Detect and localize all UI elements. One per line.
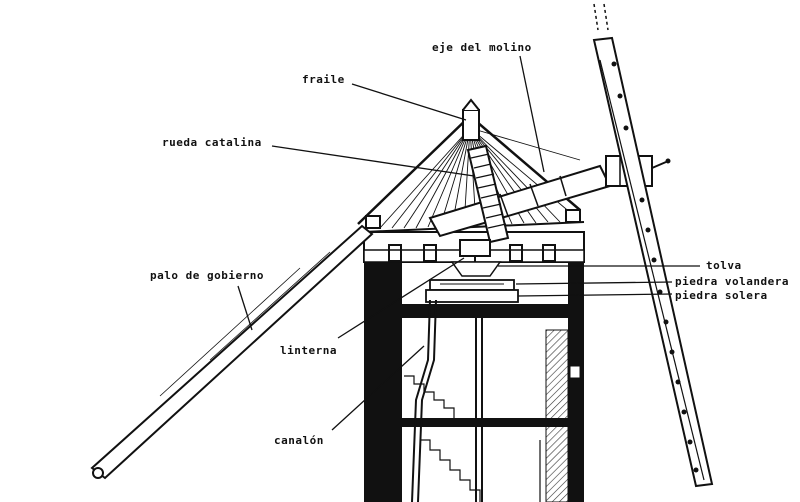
label-eje-del-molino: eje del molino [432, 41, 532, 54]
label-palo-de-gobierno: palo de gobierno [150, 269, 264, 282]
canalon [411, 299, 437, 502]
leader-fraile [351, 83, 467, 121]
leader-lines [237, 55, 700, 431]
sail-arm [592, 3, 714, 488]
palo-de-gobierno [90, 224, 374, 480]
label-piedra-solera: piedra solera [675, 289, 768, 302]
leader-canalon [331, 345, 425, 431]
leader-palo [237, 285, 253, 331]
rueda-catalina [466, 144, 510, 244]
stairs [404, 375, 541, 502]
leader-volandera [515, 281, 673, 285]
linterna-stones [425, 239, 519, 502]
leader-linterna [337, 257, 465, 339]
leader-rueda [271, 145, 475, 177]
label-tolva: tolva [706, 259, 742, 272]
label-piedra-volandera: piedra volandera [675, 275, 789, 288]
label-rueda-catalina: rueda catalina [162, 136, 262, 149]
label-linterna: linterna [280, 344, 337, 357]
label-canalon: canalón [274, 434, 324, 447]
label-fraile: fraile [302, 73, 345, 86]
leader-eje [519, 55, 545, 173]
leader-solera [517, 293, 673, 297]
